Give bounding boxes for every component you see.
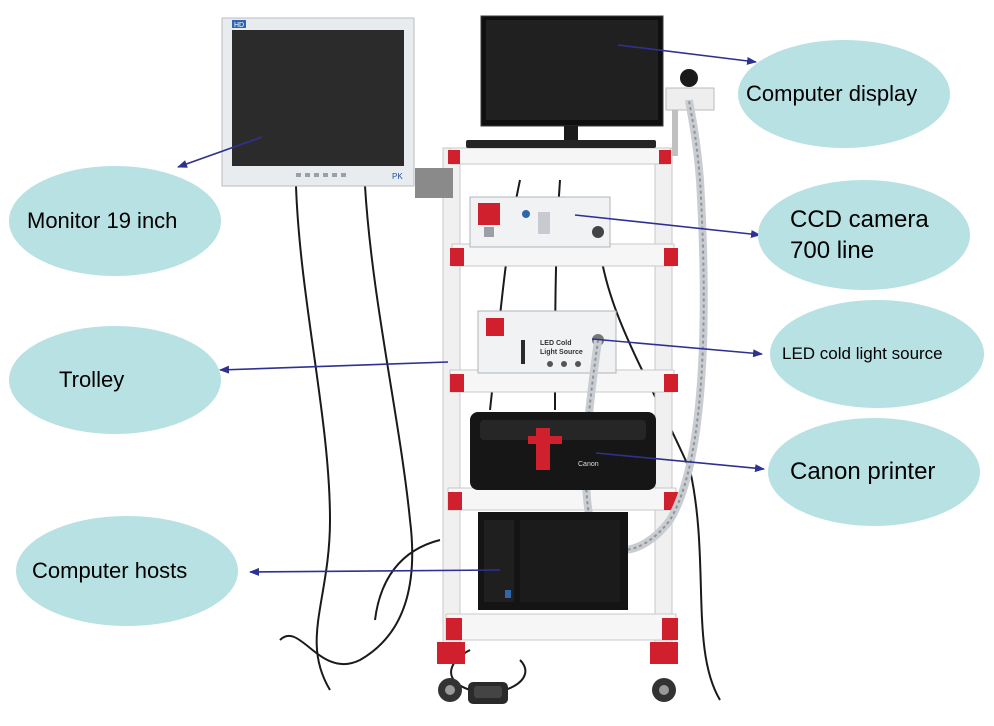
trolley-post-right xyxy=(654,147,673,647)
callout-trolley-label: Trolley xyxy=(59,366,125,392)
callout-computer-display-label: Computer display xyxy=(746,80,918,106)
foot-pedal xyxy=(468,682,508,704)
light-source-label-1: LED Cold xyxy=(540,340,572,347)
monitor-19-inch: HD PK xyxy=(221,17,453,198)
light-source-label-2: Light Source xyxy=(540,349,583,356)
callout-monitor-label: Monitor 19 inch xyxy=(27,207,178,233)
callout-ccd-camera: CCD camera 700 line xyxy=(758,180,970,290)
printer-brand-label: Canon xyxy=(578,461,599,468)
callout-canon-printer-label: Canon printer xyxy=(790,458,936,486)
trolley-shelf-1 xyxy=(449,147,671,165)
callout-monitor: Monitor 19 inch xyxy=(9,166,221,276)
arrow-computer-hosts xyxy=(249,567,501,576)
computer-display xyxy=(466,15,664,148)
callout-trolley: Trolley xyxy=(9,326,221,434)
pointer-arrows xyxy=(177,44,765,576)
monitor-brand-label: HD xyxy=(234,22,244,29)
ccd-camera-unit xyxy=(469,196,611,248)
trolley-wheels xyxy=(437,642,678,702)
callout-led-light-source-label: LED cold light source xyxy=(782,343,943,363)
monitor-model-label: PK xyxy=(392,172,403,181)
callout-computer-hosts: Computer hosts xyxy=(16,516,238,626)
callout-ccd-camera-label-2: 700 line xyxy=(790,237,875,264)
callout-led-light-source: LED cold light source xyxy=(770,300,984,408)
canon-printer: Canon xyxy=(470,412,656,490)
shelf-corner-caps xyxy=(446,150,678,640)
trolley-post-left xyxy=(442,147,461,647)
arrow-trolley xyxy=(219,361,449,374)
arrow-monitor xyxy=(177,136,263,168)
arrow-computer-display xyxy=(617,44,757,65)
trolley-shelf-5 xyxy=(445,613,677,641)
arrow-canon-printer xyxy=(595,452,765,473)
arrow-led-light-source xyxy=(591,338,763,358)
arrow-ccd-camera xyxy=(574,214,761,239)
callout-computer-display: Computer display xyxy=(738,40,950,148)
callout-computer-hosts-label: Computer hosts xyxy=(32,557,188,583)
callout-canon-printer: Canon printer xyxy=(768,418,980,526)
callout-ccd-camera-label-1: CCD camera xyxy=(790,205,929,233)
trolley-shelf-4 xyxy=(447,487,677,511)
computer-host xyxy=(478,512,628,610)
trolley xyxy=(437,147,678,704)
